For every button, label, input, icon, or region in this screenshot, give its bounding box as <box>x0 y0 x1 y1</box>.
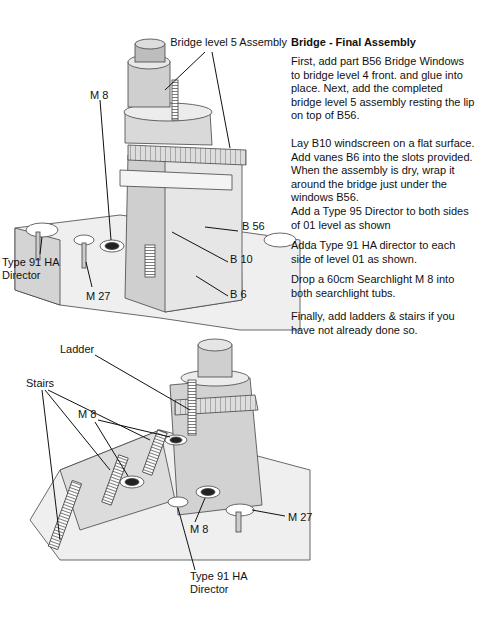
instruction-note: Adda Type 91 HA director to each side of… <box>291 239 476 266</box>
callout-label: B 10 <box>230 253 253 266</box>
callout-label: Type 91 HA Director <box>2 256 72 282</box>
instruction-note: First, add part B56 Bridge Windows to br… <box>291 55 476 123</box>
callout-label: Ladder <box>60 343 94 356</box>
callout-label: M 8 <box>190 523 208 536</box>
callout-label: Type 91 HA Director <box>190 570 260 596</box>
instruction-note: Drop a 60cm Searchlight M 8 into both se… <box>291 273 476 300</box>
callout-label: M 27 <box>288 511 312 524</box>
callout-label: Stairs <box>26 377 54 390</box>
callout-label: B 56 <box>242 220 265 233</box>
instruction-note: Lay B10 windscreen on a flat surface. Ad… <box>291 137 476 205</box>
instruction-note: Finally, add ladders & stairs if you hav… <box>291 310 476 337</box>
instruction-note: Add a Type 95 Director to both sides of … <box>291 205 476 232</box>
callout-label: B 6 <box>230 288 247 301</box>
callout-label: M 8 <box>78 408 96 421</box>
callout-label: M 8 <box>90 89 108 102</box>
page-title: Bridge - Final Assembly <box>291 36 416 49</box>
callout-label: Bridge level 5 Assembly <box>170 36 287 49</box>
callout-label: M 27 <box>86 290 110 303</box>
